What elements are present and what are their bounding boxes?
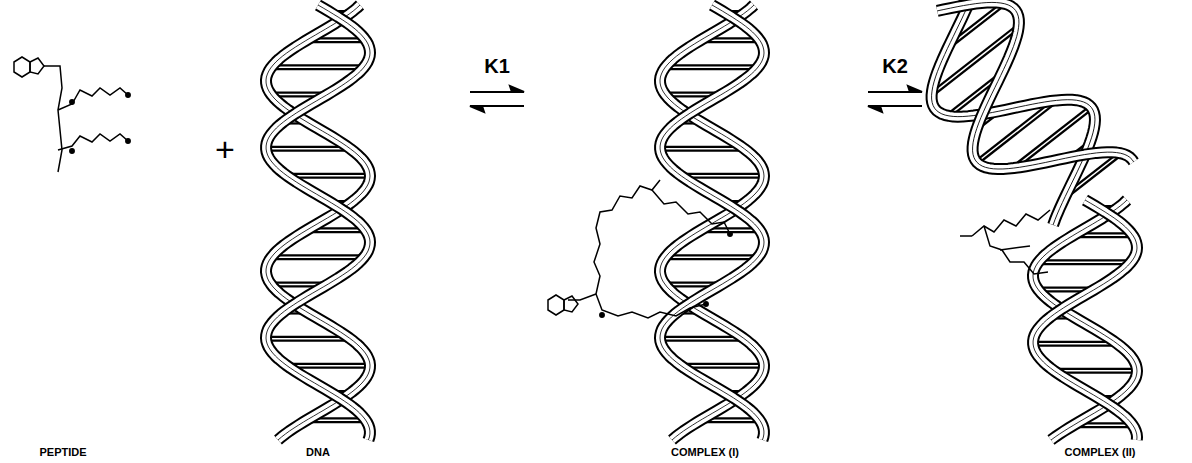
base-pair xyxy=(271,257,364,259)
base-pair xyxy=(266,338,350,340)
base-pair xyxy=(665,67,758,69)
bound-peptide xyxy=(960,210,1050,274)
base-pair xyxy=(681,365,764,367)
base-pair xyxy=(665,257,758,259)
backbone-strand xyxy=(266,5,370,440)
backbone-strand xyxy=(888,0,1133,238)
backbone-strand xyxy=(660,5,764,440)
rate-constant: K2 xyxy=(880,55,910,77)
backbone-strand xyxy=(660,5,764,440)
plus-sign: + xyxy=(213,131,237,168)
species-label: COMPLEX (II) xyxy=(1063,446,1138,458)
backbone-strand xyxy=(266,5,370,440)
backbone-strand xyxy=(888,0,1133,238)
equilibrium-arrows xyxy=(868,86,922,112)
bound-peptide xyxy=(548,180,732,318)
backbone-strand xyxy=(266,5,370,440)
base-pair xyxy=(1033,343,1117,345)
backbone-strand xyxy=(888,0,1133,238)
backbone-strand xyxy=(266,5,370,440)
species-label: PEPTIDE xyxy=(37,446,88,458)
base-pair xyxy=(287,365,370,367)
base-pair xyxy=(681,175,764,177)
backbone-strand xyxy=(1033,200,1137,440)
base-pair xyxy=(660,338,744,340)
species-label: COMPLEX (I) xyxy=(669,446,741,458)
base-pair xyxy=(1038,259,1131,265)
equilibrium-arrows xyxy=(470,86,524,112)
base-pair xyxy=(287,175,370,177)
species-label: DNA xyxy=(304,446,332,458)
dna-helix xyxy=(266,5,370,440)
backbone-strand xyxy=(660,5,764,440)
base-pair xyxy=(271,254,364,260)
base-pair xyxy=(266,148,350,150)
backbone-strand xyxy=(1033,200,1137,440)
base-pair xyxy=(271,64,364,70)
backbone-strand xyxy=(1033,200,1137,440)
base-pair xyxy=(665,254,758,260)
backbone-strand xyxy=(1033,200,1137,440)
base-pair xyxy=(665,64,758,70)
backbone-strand xyxy=(266,5,370,440)
base-pair xyxy=(660,148,744,150)
backbone-strand xyxy=(660,5,764,440)
dna-helix xyxy=(1033,200,1137,440)
backbone-strand xyxy=(1033,200,1137,440)
bent-dna-helix xyxy=(888,0,1133,238)
backbone-strand xyxy=(1033,200,1137,440)
base-pair xyxy=(271,67,364,69)
backbone-strand xyxy=(660,5,764,440)
rate-constant: K1 xyxy=(482,55,512,77)
backbone-strand xyxy=(888,0,1133,238)
backbone-strand xyxy=(266,5,370,440)
peptide-molecule xyxy=(14,57,130,172)
base-pair xyxy=(1038,262,1131,264)
backbone-strand xyxy=(888,0,1133,238)
backbone-strand xyxy=(888,0,1133,238)
dna-helix xyxy=(660,5,764,440)
base-pair xyxy=(1054,370,1137,372)
backbone-strand xyxy=(660,5,764,440)
